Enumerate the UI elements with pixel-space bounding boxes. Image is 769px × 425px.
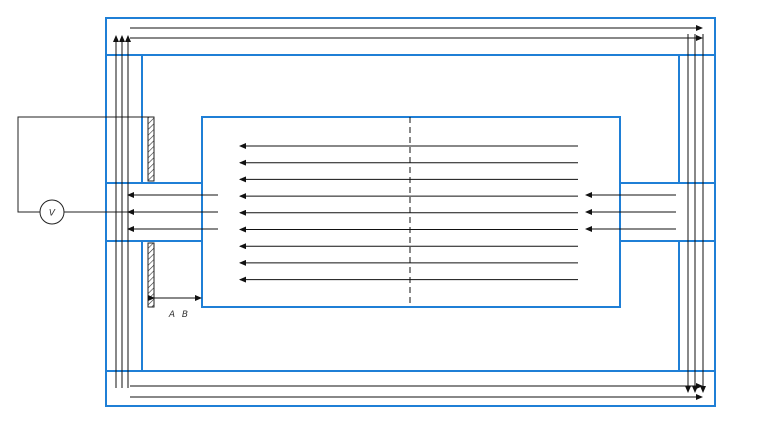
upper-probe-plate (147, 116, 155, 182)
flux-lines (113, 25, 706, 400)
gap-dimension: A B (148, 295, 202, 320)
label-a: A (168, 310, 175, 320)
label-b: B (182, 310, 188, 320)
voltmeter: V (39, 199, 65, 225)
voltmeter-label: V (49, 209, 56, 219)
lower-probe-plate (147, 242, 155, 308)
